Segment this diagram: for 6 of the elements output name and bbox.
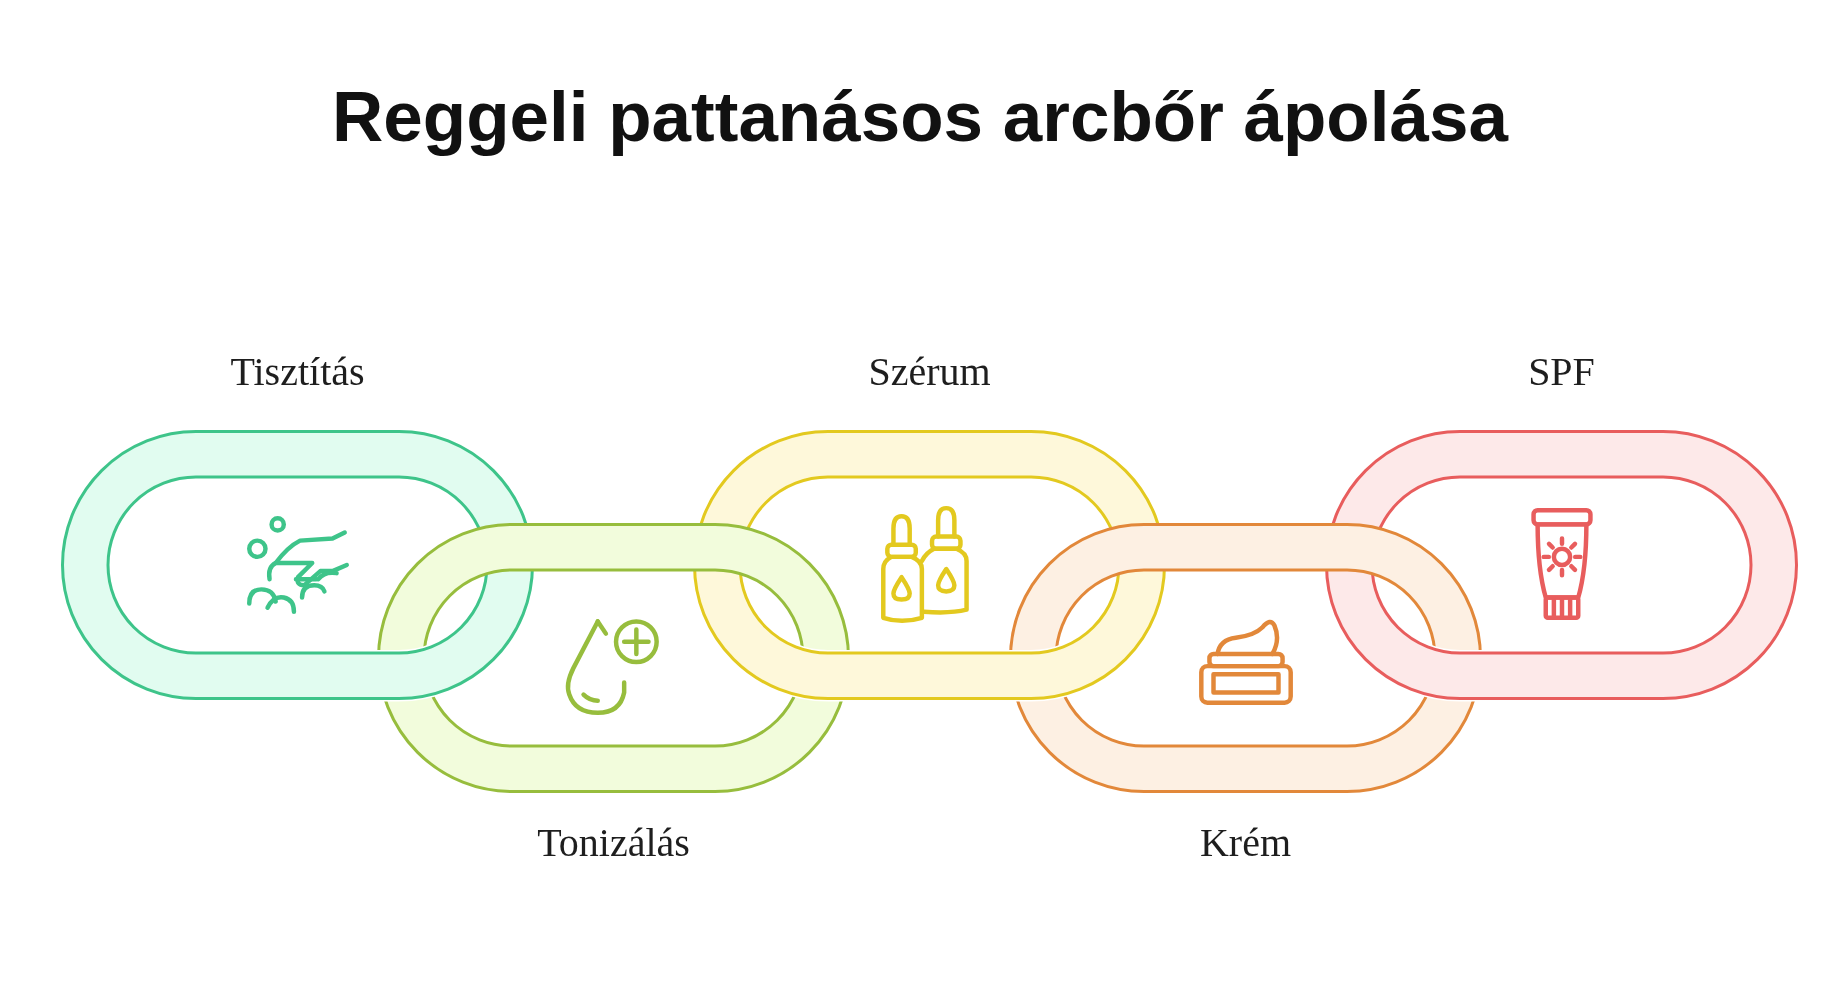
title: Reggeli pattanásos arcbőr ápolása [332,76,1508,158]
step-label: Krém [1199,819,1292,867]
step-label: Tonizálás [537,819,690,867]
step-label: SPF [1528,348,1595,396]
step-label: Szérum [868,348,991,396]
step-label: Tisztítás [230,348,365,396]
